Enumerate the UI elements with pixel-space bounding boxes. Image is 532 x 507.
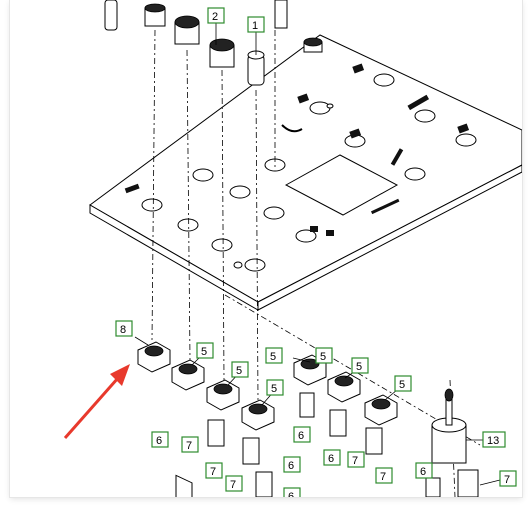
svg-text:2: 2	[212, 11, 218, 23]
diagram-frame: 1 2 8 5 5 5 5 5 5 5 6 6 6 6 6 6 7 7 7 7 …	[10, 0, 522, 497]
svg-text:7: 7	[210, 466, 216, 478]
callout-7b: 7	[205, 462, 223, 479]
svg-text:7: 7	[230, 479, 236, 491]
top-components	[104, 0, 323, 86]
callout-7d: 7	[347, 451, 365, 468]
joystick-assembly	[431, 388, 467, 464]
svg-text:5: 5	[399, 379, 405, 391]
callout-5c: 5	[266, 379, 284, 396]
callout-6f: 6	[283, 487, 301, 497]
callout-6a: 6	[151, 431, 169, 448]
panel-holes	[141, 73, 477, 272]
svg-text:5: 5	[236, 365, 242, 377]
callout-7a: 7	[181, 436, 199, 453]
svg-text:6: 6	[156, 435, 162, 447]
svg-text:1: 1	[252, 20, 258, 32]
callout-5f: 5	[351, 357, 369, 374]
svg-text:8: 8	[120, 324, 126, 336]
contact-elements	[175, 392, 479, 497]
svg-text:6: 6	[298, 430, 304, 442]
callout-1: 1	[247, 16, 265, 33]
svg-text:6: 6	[420, 466, 426, 478]
exploded-parts-diagram: 1 2 8 5 5 5 5 5 5 5 6 6 6 6 6 6 7 7 7 7 …	[63, 0, 522, 497]
svg-text:7: 7	[352, 455, 358, 467]
svg-text:5: 5	[320, 351, 326, 363]
callout-6d: 6	[323, 449, 341, 466]
svg-text:7: 7	[186, 440, 192, 452]
svg-text:6: 6	[288, 491, 294, 497]
svg-text:7: 7	[380, 471, 386, 483]
callout-5g: 5	[394, 375, 412, 392]
callout-2: 2	[207, 7, 225, 24]
callout-7c: 7	[225, 475, 243, 492]
svg-text:5: 5	[356, 361, 362, 373]
callout-13: 13	[482, 431, 506, 448]
callout-5d: 5	[265, 347, 283, 364]
svg-text:7: 7	[504, 474, 510, 486]
red-pointer-arrow	[63, 364, 130, 439]
control-panel-plate	[89, 34, 522, 311]
svg-text:6: 6	[328, 453, 334, 465]
panel-window	[284, 154, 399, 216]
svg-text:6: 6	[288, 460, 294, 472]
svg-text:13: 13	[487, 435, 499, 447]
svg-text:5: 5	[201, 346, 207, 358]
callout-6e: 6	[415, 462, 433, 479]
callout-7e: 7	[375, 467, 393, 484]
callout-6c: 6	[293, 426, 311, 443]
svg-text:5: 5	[270, 351, 276, 363]
callout-5a: 5	[196, 342, 214, 359]
svg-text:5: 5	[271, 383, 277, 395]
panel-symbols	[124, 63, 470, 236]
callout-5e: 5	[315, 347, 333, 364]
callout-8: 8	[115, 320, 133, 337]
callout-7f: 7	[499, 470, 517, 487]
callout-5b: 5	[231, 361, 249, 378]
callout-6b: 6	[283, 456, 301, 473]
